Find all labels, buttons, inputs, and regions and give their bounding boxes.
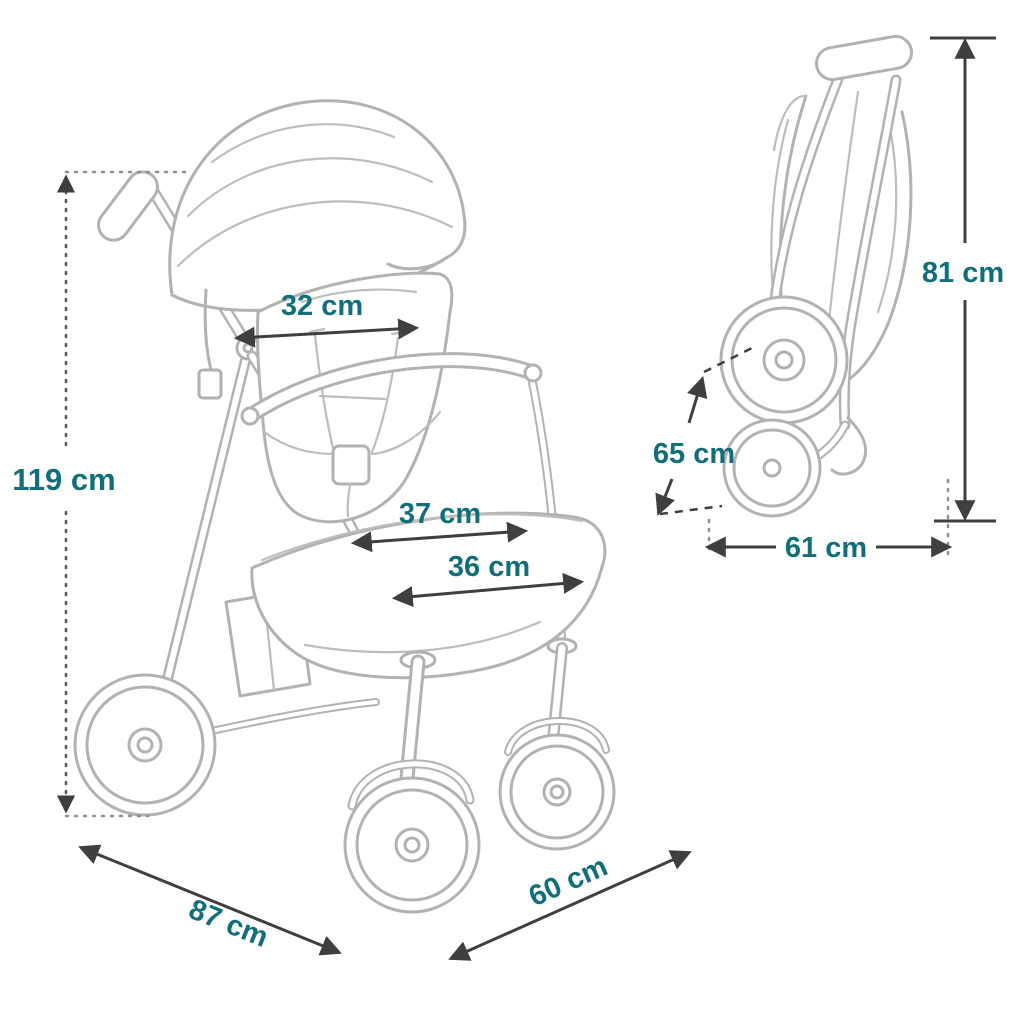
dimension-label-height-folded: 81 cm xyxy=(922,257,1004,289)
dimension-height-folded: 81 cm xyxy=(922,36,1004,523)
handle-grip xyxy=(97,170,159,242)
dimension-label-width-open: 60 cm xyxy=(524,850,612,913)
folded-seat-fabric xyxy=(846,110,913,382)
front-right-wheel xyxy=(343,650,481,914)
dimension-width-open: 60 cm xyxy=(448,850,692,961)
front-left-wheel xyxy=(498,637,616,851)
side-strap xyxy=(197,288,223,400)
harness-buckle xyxy=(331,444,371,486)
dimension-length-open: 87 cm xyxy=(78,844,342,956)
folded-front-tube xyxy=(766,68,846,331)
rear-wheel xyxy=(73,673,217,817)
dimension-seat-width: 32 cm xyxy=(233,290,420,348)
canopy-visor xyxy=(386,256,448,271)
harness xyxy=(308,327,408,518)
folded-big-wheel xyxy=(719,295,849,425)
dimension-label-length-open: 87 cm xyxy=(184,893,272,953)
stroller-folded-drawing xyxy=(719,34,914,518)
dimension-label-depth-folded: 65 cm xyxy=(653,438,735,470)
dimension-label-length-folded: 61 cm xyxy=(785,532,867,564)
dimension-label-seat-depth: 37 cm xyxy=(399,498,481,530)
folded-rear-tube xyxy=(838,74,902,431)
dimension-label-seat-width: 32 cm xyxy=(281,290,363,322)
dimension-label-footrest-width: 36 cm xyxy=(448,551,530,583)
folded-handle-grip xyxy=(814,34,914,82)
dimension-footrest-width: 36 cm xyxy=(391,551,585,608)
dimension-height-open: 119 cm xyxy=(12,170,188,818)
dimension-label-height-open: 119 cm xyxy=(12,462,115,497)
dimension-length-folded: 61 cm xyxy=(704,478,953,564)
rear-leg-tube xyxy=(146,344,254,748)
folded-small-wheel xyxy=(722,418,822,518)
bumper-bar xyxy=(240,352,543,426)
canopy xyxy=(168,99,467,312)
dimension-seat-depth: 37 cm xyxy=(350,498,529,553)
stroller-open-drawing xyxy=(73,99,616,914)
dimension-depth-folded: 65 cm xyxy=(653,344,757,516)
folded-far-tube xyxy=(826,90,860,332)
